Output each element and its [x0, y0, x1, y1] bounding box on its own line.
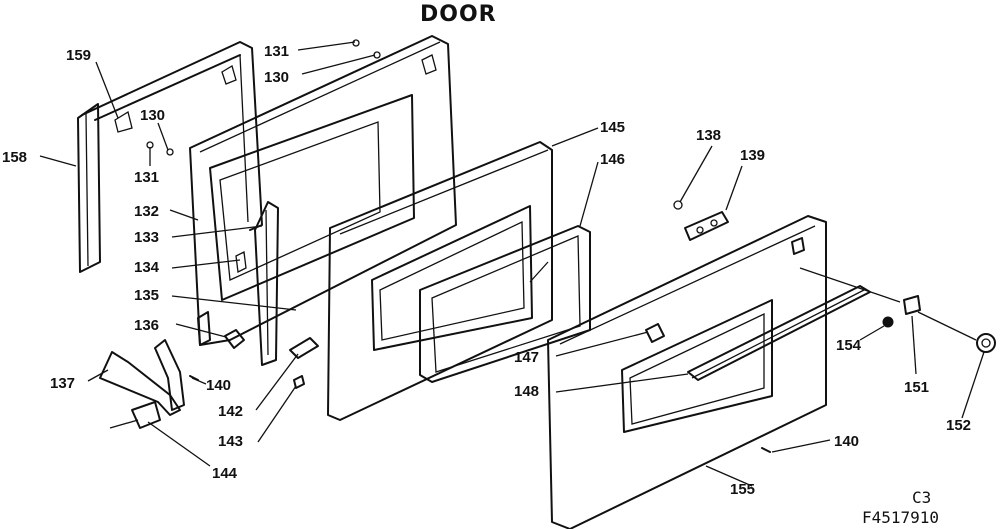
part-138-screw — [673, 200, 683, 210]
part-143-clip — [293, 375, 305, 389]
part-155-outer-door — [547, 215, 827, 529]
part-144-bracket — [131, 401, 161, 429]
part-145-door-panel — [327, 141, 553, 421]
callout-137: 137 — [50, 375, 75, 392]
callout-130-left: 130 — [140, 107, 165, 124]
callout-130-top: 130 — [264, 69, 289, 86]
callout-146: 146 — [600, 151, 625, 168]
callout-135: 135 — [134, 287, 159, 304]
callout-131-top: 131 — [264, 43, 289, 60]
drawing-code: C3 — [912, 488, 932, 507]
callout-155: 155 — [730, 481, 755, 498]
callout-148: 148 — [514, 383, 539, 400]
callout-144: 144 — [212, 465, 238, 482]
part-130-washer — [166, 51, 381, 156]
part-133-hinge-assembly — [197, 201, 279, 366]
callout-labels: 159 131 130 130 131 158 132 133 134 135 … — [2, 43, 971, 498]
part-number: F4517910 — [862, 508, 940, 527]
callout-152: 152 — [946, 417, 971, 434]
callout-139: 139 — [740, 147, 765, 164]
callout-138: 138 — [696, 127, 721, 144]
part-146-glass-window — [419, 225, 591, 383]
part-142-roller — [289, 337, 319, 359]
callout-133: 133 — [134, 229, 159, 246]
part-158-trim-strip — [77, 103, 101, 273]
callout-145: 145 — [600, 119, 625, 136]
part-151-spacer — [903, 295, 921, 315]
part-152-end-cap — [976, 333, 996, 353]
callout-143: 143 — [218, 433, 243, 450]
callout-154: 154 — [836, 337, 862, 354]
part-148-handle-bar — [687, 285, 871, 381]
part-137-hinge-arm — [99, 339, 185, 416]
callout-136: 136 — [134, 317, 159, 334]
diagram-title: DOOR — [420, 2, 497, 27]
callout-158: 158 — [2, 149, 27, 166]
part-154-screw — [882, 316, 894, 328]
callout-134: 134 — [134, 259, 160, 276]
callout-159: 159 — [66, 47, 91, 64]
callout-147: 147 — [514, 349, 539, 366]
callout-142: 142 — [218, 403, 243, 420]
part-139-bracket — [684, 211, 729, 241]
callout-131-left: 131 — [134, 169, 159, 186]
part-147-handle-spacer — [645, 323, 665, 343]
part-136-pin — [224, 329, 245, 349]
callout-140-right: 140 — [834, 433, 859, 450]
callout-140-left: 140 — [206, 377, 231, 394]
callout-132: 132 — [134, 203, 159, 220]
callout-151: 151 — [904, 379, 929, 396]
leader-lines — [39, 41, 985, 487]
